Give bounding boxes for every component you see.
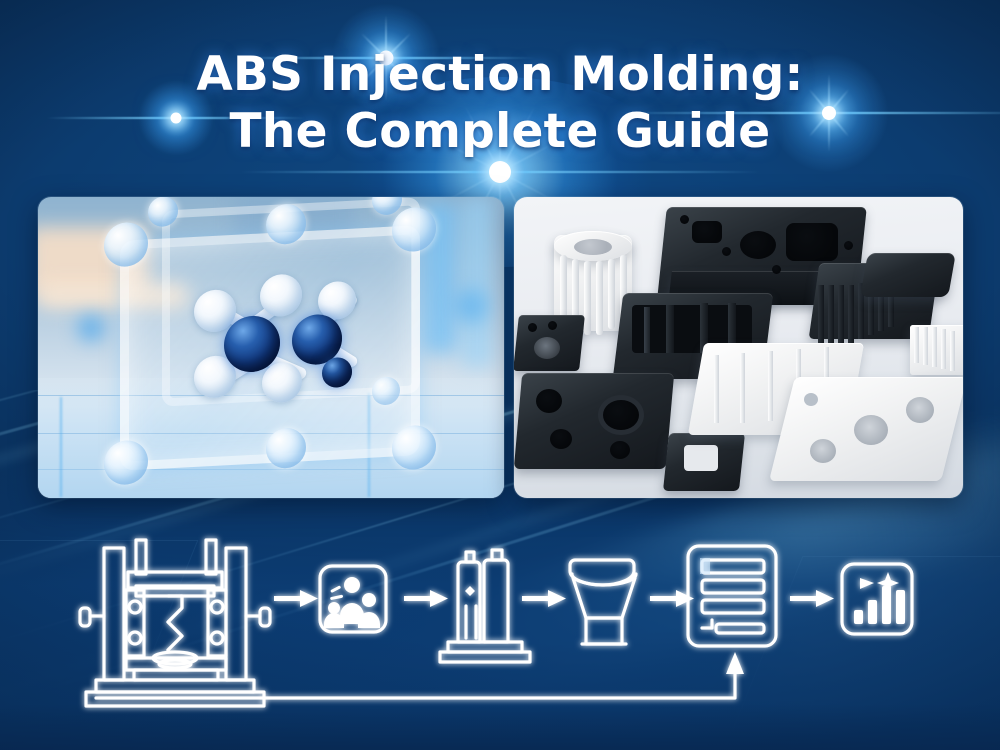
part-hole xyxy=(680,215,689,224)
heatsink-fin xyxy=(878,279,884,331)
part-hole xyxy=(786,223,838,261)
process-flow-svg xyxy=(78,538,914,708)
housing-rib xyxy=(700,303,708,353)
part-hole xyxy=(550,429,572,449)
spline-fin xyxy=(608,259,615,329)
heatsink-fin xyxy=(818,285,824,343)
lab-blur-shape xyxy=(454,289,488,323)
arrow-right-icon xyxy=(404,590,448,607)
lab-blur-shape xyxy=(462,197,492,367)
floor-line xyxy=(38,433,504,434)
lab-blur-shape xyxy=(78,315,104,341)
mold-tooling-icon[interactable] xyxy=(438,548,532,664)
page-title-line-1: ABS Injection Molding: xyxy=(196,47,804,102)
housing-rib xyxy=(644,307,650,353)
part-hole xyxy=(528,323,537,332)
part-hole xyxy=(548,321,557,330)
plastic-part-black-baseplate xyxy=(514,373,675,469)
part-hole xyxy=(536,389,562,413)
heatsink-fin xyxy=(828,285,834,343)
heatsink-fin xyxy=(868,281,874,335)
arrow-right-icon xyxy=(650,590,694,607)
part-hole xyxy=(684,445,718,471)
molecular-cube xyxy=(104,197,436,486)
analytics-chart-icon[interactable] xyxy=(840,562,914,636)
heatsink-fin xyxy=(838,285,844,343)
spline-fin xyxy=(584,261,591,335)
comb-fin xyxy=(923,327,928,365)
comb-fin xyxy=(914,327,919,363)
part-hole xyxy=(854,415,888,445)
process-flow-diagram xyxy=(0,528,1000,728)
housing-rib xyxy=(728,303,736,353)
part-hole xyxy=(810,439,836,463)
page-title-line-2: The Complete Guide xyxy=(229,104,771,159)
heatsink-fin xyxy=(888,277,894,327)
comb-fin xyxy=(932,327,937,367)
arrow-right-icon xyxy=(522,590,566,607)
part-hole xyxy=(906,397,934,423)
part-hole xyxy=(740,231,776,259)
spline-fin xyxy=(560,255,567,323)
spline-fin xyxy=(620,255,627,319)
arrow-right-icon xyxy=(274,590,318,607)
part-hole xyxy=(772,265,781,274)
comb-fin xyxy=(941,329,946,369)
part-hole xyxy=(804,393,818,406)
spline-fin xyxy=(572,259,579,331)
document-checklist-icon[interactable] xyxy=(686,544,778,648)
heatsink-fin xyxy=(848,285,854,343)
page-title: ABS Injection Molding: The Complete Guid… xyxy=(0,46,1000,160)
spline-fin xyxy=(596,261,603,335)
part-hole xyxy=(722,247,731,256)
plastic-part-black-heatsink-bracket xyxy=(860,253,956,297)
floor-line xyxy=(368,393,370,497)
hopper-funnel-icon[interactable] xyxy=(568,558,638,646)
injection-molding-machine-icon[interactable] xyxy=(78,538,272,708)
part-hole xyxy=(610,441,630,459)
floor-line xyxy=(38,469,504,470)
part-hole xyxy=(692,221,722,243)
feedback-loop-arrow-icon xyxy=(94,652,744,700)
tray-divider xyxy=(768,351,773,421)
footer-strip xyxy=(0,704,1000,750)
molecular-structure-photo xyxy=(38,197,504,498)
floor-line xyxy=(60,397,62,497)
team-group-icon[interactable] xyxy=(318,564,388,634)
part-hole xyxy=(598,395,644,435)
heatsink-fin xyxy=(858,283,864,339)
arrow-right-icon xyxy=(790,590,834,607)
part-hole xyxy=(574,239,612,255)
lab-blur-shape xyxy=(38,283,188,309)
tray-divider xyxy=(714,355,719,423)
comb-fin xyxy=(950,331,955,371)
part-hole xyxy=(534,337,560,359)
housing-rib xyxy=(666,305,674,353)
part-hole xyxy=(844,241,853,250)
tray-divider xyxy=(740,353,745,423)
molded-plastic-parts-photo xyxy=(514,197,963,498)
